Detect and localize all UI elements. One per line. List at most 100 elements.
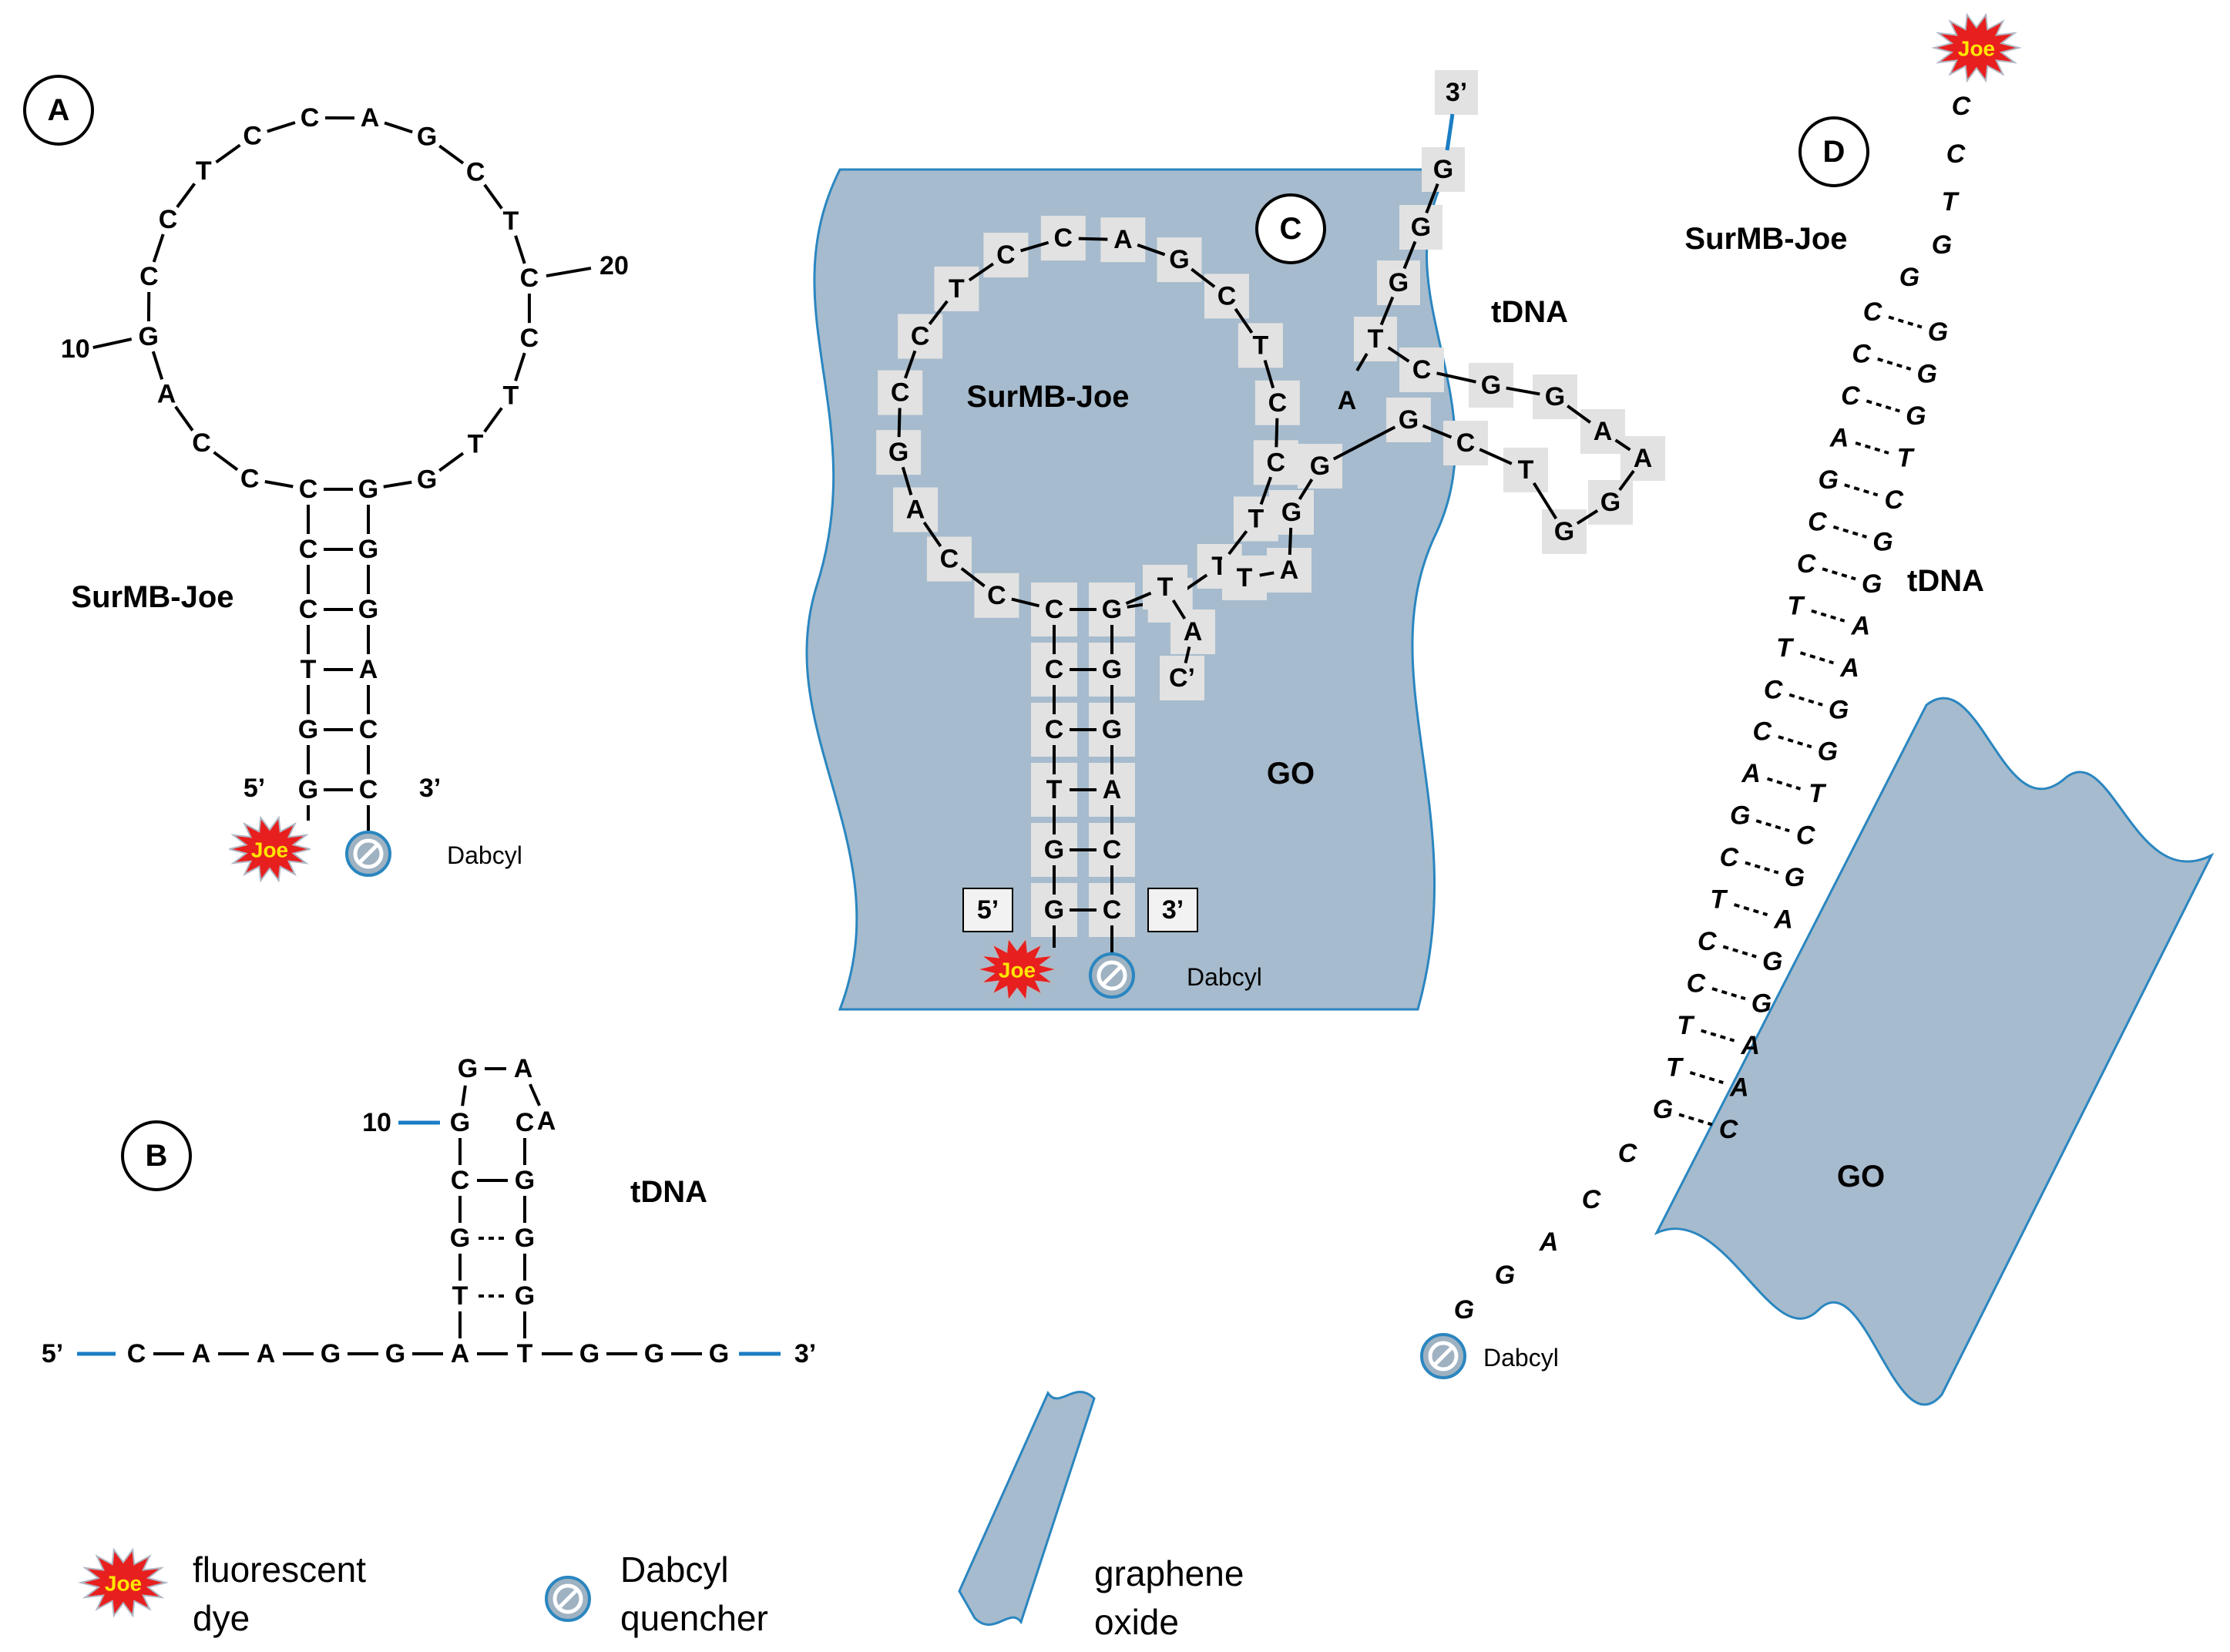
- loop-base-c: T: [1253, 331, 1269, 360]
- bond-line: [485, 185, 502, 209]
- duplex-base-target-d: G: [1872, 527, 1892, 556]
- surmb-joe-label-c: SurMB-Joe: [966, 380, 1129, 414]
- hairpin-base-c: A: [1634, 444, 1653, 473]
- legend-quencher-icon: [546, 1577, 589, 1620]
- stem-base-left-c: C: [1045, 715, 1064, 744]
- duplex-base-target-d: T: [1897, 443, 1916, 472]
- tail-base-d: G: [1454, 1295, 1474, 1325]
- legend-go-line2: oxide: [1094, 1602, 1179, 1642]
- stem-base-right-c: G: [1102, 715, 1122, 744]
- loop-base-a: C: [240, 465, 260, 494]
- duplex-base-probe-d: T: [1677, 1011, 1695, 1040]
- duplex-base-target-d: C: [1796, 821, 1815, 851]
- stem-base-right-a: G: [358, 535, 378, 564]
- duplex-base-target-d: G: [1928, 317, 1948, 347]
- base-pair-dash: [1801, 653, 1834, 663]
- base-pair-dash: [1789, 695, 1822, 705]
- bond-line: [1079, 239, 1108, 240]
- hairpin-base-c: A: [1594, 417, 1613, 446]
- stem-base-left-b: G: [450, 1224, 470, 1253]
- base-pair-dash: [1723, 947, 1756, 957]
- stem-base-left-a: C: [299, 535, 318, 564]
- loop-base-a: C: [520, 324, 539, 353]
- bond-line: [214, 452, 238, 470]
- bond-line: [530, 1084, 539, 1106]
- duplex-base-probe-d: G: [1730, 801, 1750, 831]
- stem-base-left-a: C: [299, 475, 318, 504]
- loop-base-a: T: [503, 206, 519, 236]
- stem-base-right-c: G: [1102, 595, 1122, 624]
- tail-base-d: C: [1618, 1139, 1637, 1168]
- target-base-c: G: [1310, 452, 1330, 481]
- tail-base-d: C: [1582, 1185, 1601, 1214]
- stem-base-right-b: G: [515, 1281, 535, 1311]
- head-base-d: T: [1942, 187, 1960, 217]
- dabcyl-quencher-icon-d: [1422, 1335, 1465, 1378]
- arm-base-c: G: [1433, 155, 1453, 184]
- duplex-base-probe-d: C: [1764, 675, 1783, 704]
- stem-base-right-b: G: [515, 1224, 535, 1253]
- loop-base-a: G: [417, 465, 437, 494]
- base-pair-dash: [1768, 779, 1801, 789]
- backbone-base-b: A: [257, 1339, 276, 1368]
- duplex-base-probe-d: C: [1852, 339, 1871, 368]
- bond-line: [176, 407, 193, 431]
- arm-blue-end: [1447, 114, 1453, 150]
- bond-line: [439, 146, 463, 163]
- loop-base-c: G: [888, 438, 908, 467]
- loop-base-c: C: [987, 581, 1006, 610]
- hairpin-base-c: G: [1545, 382, 1565, 411]
- three-prime-label: 3’: [419, 774, 441, 803]
- base-pair-dash: [1778, 737, 1812, 747]
- joe-dye-icon: Joe: [230, 818, 311, 881]
- duplex-base-target-d: A: [1740, 1031, 1760, 1060]
- stem-base-left-c: C: [1045, 655, 1064, 684]
- panel-c-letter: C: [1280, 212, 1302, 246]
- legend-go-line1: graphene: [1094, 1553, 1244, 1593]
- base-pair-dash: [1822, 569, 1856, 579]
- dabcyl-label-c: Dabcyl: [1187, 963, 1262, 991]
- stem-base-left-c: G: [1044, 895, 1064, 925]
- arm-base-c: 3’: [1446, 78, 1467, 107]
- loop-base-a: C: [192, 428, 211, 458]
- base-pair-dash: [1866, 401, 1899, 411]
- base-pair-dash: [1679, 1114, 1712, 1124]
- bond-line: [385, 123, 412, 132]
- hairpin-base-c: C: [1412, 355, 1432, 384]
- hairpin-base-c: C: [1456, 428, 1476, 458]
- go-legend-shape: [959, 1392, 1094, 1624]
- base-pair-dash: [1735, 905, 1768, 915]
- panel-b-letter: B: [146, 1139, 168, 1173]
- duplex-base-target-d: G: [1785, 863, 1805, 892]
- duplex-base-probe-d: T: [1710, 885, 1728, 915]
- go-label-c: GO: [1267, 757, 1315, 791]
- arm-base-c: G: [1389, 268, 1409, 297]
- dye-label: Joe: [999, 959, 1036, 982]
- tail-base-c: A: [1184, 617, 1203, 646]
- stem-base-right-c: G: [1102, 655, 1122, 684]
- duplex-base-target-d: G: [1906, 401, 1926, 431]
- dye-label: Joe: [251, 838, 288, 862]
- bond-line: [267, 123, 295, 132]
- loop-base-a: G: [139, 322, 159, 351]
- head-base-d: G: [1932, 230, 1952, 260]
- loop-base-c: C: [1268, 388, 1288, 418]
- bond-line: [485, 408, 502, 431]
- duplex-base-target-d: G: [1829, 695, 1849, 724]
- duplex-base-probe-d: C: [1797, 549, 1816, 579]
- legend-quencher-line2: quencher: [620, 1598, 768, 1638]
- duplex-base-probe-d: C: [1720, 843, 1739, 872]
- duplex-base-probe-d: C: [1687, 969, 1706, 999]
- head-base-d: G: [1899, 263, 1919, 292]
- arm-base-c: G: [1411, 213, 1431, 242]
- loop-base-a: G: [417, 123, 437, 152]
- bond-line: [265, 482, 294, 486]
- head-base-d: C: [1952, 92, 1971, 121]
- surmb-joe-label-d: SurMB-Joe: [1684, 222, 1847, 256]
- go-label-d: GO: [1837, 1160, 1885, 1194]
- loop-base-c: G: [1169, 245, 1189, 274]
- hairpin-base-c: G: [1600, 488, 1620, 517]
- loop-base-c: C: [891, 378, 910, 408]
- tail-base-d: G: [1495, 1261, 1515, 1290]
